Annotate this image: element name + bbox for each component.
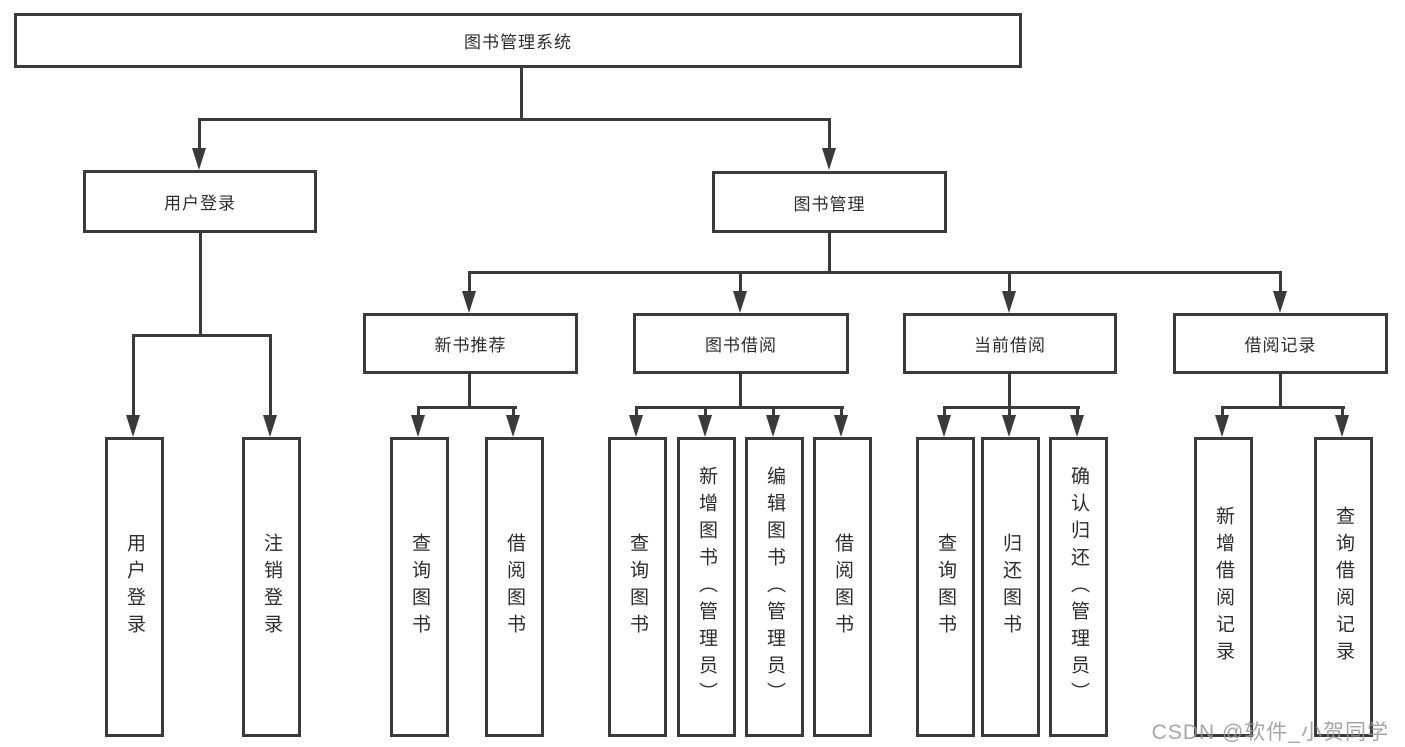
arrowhead-bb-query [629, 415, 643, 437]
connector-book-management-hbar [468, 271, 1282, 274]
connector-book-borrow-stem [739, 374, 742, 409]
connector-user-login-hbar [132, 334, 272, 337]
arrowhead-cb-confirm [1070, 415, 1084, 437]
node-nb-borrow-book-label: 借阅图书 [504, 533, 525, 641]
arrowhead-br-add [1215, 415, 1229, 437]
arrowhead-bb-borrow [834, 415, 848, 437]
connector-drop-br-add [1221, 406, 1224, 417]
connector-root-hbar [198, 118, 831, 121]
connector-current-borrow-hbar [943, 406, 1080, 409]
connector-current-borrow-stem [1008, 374, 1011, 409]
arrowhead-new-book [462, 291, 476, 313]
connector-drop-user-login [198, 118, 201, 150]
node-borrow-records-label: 借阅记录 [1244, 336, 1317, 355]
connector-drop-bb-add [704, 406, 707, 417]
node-leaf-user-login: 用户登录 [105, 437, 164, 737]
connector-drop-nb-query [417, 406, 420, 417]
connector-drop-nb-borrow [512, 406, 515, 417]
arrowhead-nb-query [411, 415, 425, 437]
arrowhead-nb-borrow [506, 415, 520, 437]
node-bb-add-book-label: 新增图书（管理员） [696, 465, 717, 709]
connector-new-book-hbar [417, 406, 517, 409]
node-user-login: 用户登录 [83, 170, 317, 233]
connector-drop-book-management [828, 118, 831, 150]
node-root: 图书管理系统 [14, 13, 1022, 68]
connector-book-management-stem [828, 233, 831, 274]
arrowhead-bb-edit [766, 415, 780, 437]
connector-new-book-stem [468, 374, 471, 409]
connector-drop-bb-edit [772, 406, 775, 417]
arrowhead-borrow-records [1273, 291, 1287, 313]
node-nb-query-book-label: 查询图书 [409, 533, 430, 641]
csdn-watermark: CSDN @软件_小贺同学 [1151, 721, 1389, 744]
node-leaf-logout-label: 注销登录 [261, 533, 282, 641]
node-cb-query-book-label: 查询图书 [935, 533, 956, 641]
node-br-query-record: 查询借阅记录 [1314, 437, 1373, 737]
node-leaf-user-login-label: 用户登录 [124, 533, 145, 641]
arrowhead-leaf-logout [263, 415, 277, 437]
node-cb-confirm-return: 确认归还（管理员） [1049, 437, 1108, 737]
node-book-management-label: 图书管理 [793, 194, 866, 214]
node-cb-query-book: 查询图书 [916, 437, 975, 737]
node-br-add-record-label: 新增借阅记录 [1213, 506, 1234, 668]
arrowhead-cb-query [937, 415, 951, 437]
connector-drop-cb-query [943, 406, 946, 417]
connector-drop-new-book [468, 271, 471, 293]
node-current-borrow-label: 当前借阅 [974, 336, 1046, 355]
connector-drop-current-borrow [1008, 271, 1011, 293]
node-current-borrow: 当前借阅 [903, 313, 1117, 374]
node-bb-query-book-label: 查询图书 [627, 533, 648, 641]
node-cb-return-book: 归还图书 [981, 437, 1040, 737]
node-cb-confirm-return-label: 确认归还（管理员） [1068, 465, 1089, 709]
connector-drop-borrow-records [1279, 271, 1282, 293]
connector-drop-bb-borrow [840, 406, 843, 417]
node-user-login-label: 用户登录 [164, 194, 236, 213]
node-book-management: 图书管理 [712, 171, 947, 233]
node-bb-edit-book-label: 编辑图书（管理员） [764, 465, 785, 709]
node-bb-borrow-book-label: 借阅图书 [832, 533, 853, 641]
node-root-label: 图书管理系统 [464, 33, 572, 52]
arrowhead-current-borrow [1002, 291, 1016, 313]
node-book-borrow-label: 图书借阅 [705, 336, 777, 355]
node-bb-add-book: 新增图书（管理员） [677, 437, 736, 737]
node-nb-query-book: 查询图书 [390, 437, 449, 737]
connector-book-borrow-hbar [635, 406, 844, 409]
node-book-borrow: 图书借阅 [633, 313, 849, 374]
arrowhead-cb-return [1002, 415, 1016, 437]
connector-drop-cb-return [1008, 406, 1011, 417]
node-bb-query-book: 查询图书 [608, 437, 667, 737]
node-br-add-record: 新增借阅记录 [1194, 437, 1253, 737]
connector-drop-book-borrow [739, 271, 742, 293]
arrowhead-bb-add [698, 415, 712, 437]
node-br-query-record-label: 查询借阅记录 [1333, 506, 1354, 668]
node-cb-return-book-label: 归还图书 [1000, 533, 1021, 641]
connector-drop-bb-query [635, 406, 638, 417]
arrowhead-book-management [822, 148, 836, 170]
arrowhead-br-query [1335, 415, 1349, 437]
arrowhead-leaf-user-login [126, 415, 140, 437]
connector-root-stem [520, 66, 523, 120]
arrowhead-book-borrow [733, 291, 747, 313]
connector-drop-leaf-logout [269, 334, 272, 415]
connector-borrow-records-stem [1279, 374, 1282, 409]
node-bb-borrow-book: 借阅图书 [813, 437, 872, 737]
node-nb-borrow-book: 借阅图书 [485, 437, 544, 737]
node-leaf-logout: 注销登录 [242, 437, 301, 737]
node-new-book-recommend-label: 新书推荐 [434, 336, 507, 355]
arrowhead-user-login [192, 148, 206, 170]
node-new-book-recommend: 新书推荐 [363, 313, 578, 374]
connector-drop-cb-confirm [1076, 406, 1079, 417]
connector-drop-leaf-user-login [132, 334, 135, 415]
connector-user-login-stem [199, 233, 202, 337]
node-borrow-records: 借阅记录 [1173, 313, 1388, 374]
connector-borrow-records-hbar [1221, 406, 1345, 409]
connector-drop-br-query [1341, 406, 1344, 417]
node-bb-edit-book: 编辑图书（管理员） [745, 437, 804, 737]
